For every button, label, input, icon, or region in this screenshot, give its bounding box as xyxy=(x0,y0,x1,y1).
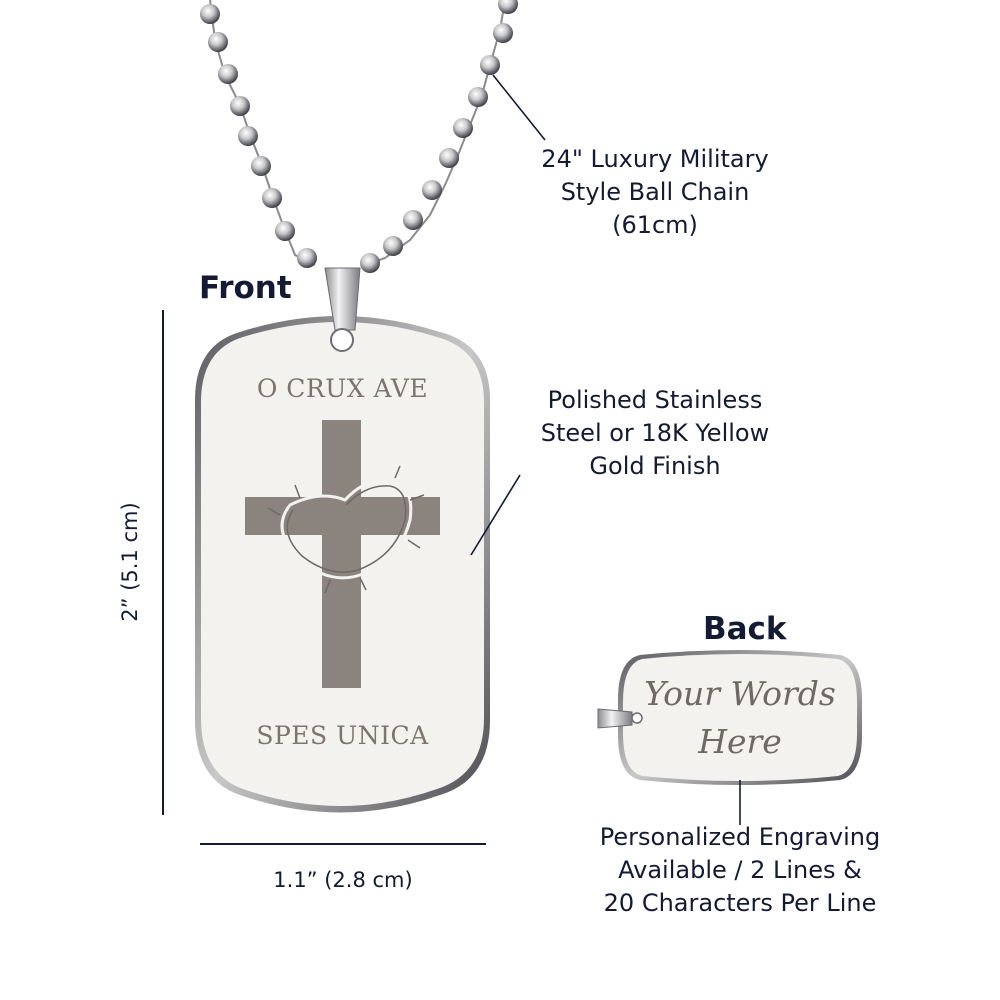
back-engraving-line-1: Your Words xyxy=(644,674,836,713)
width-dimension-line xyxy=(200,843,486,845)
back-heading: Back xyxy=(703,611,787,647)
height-dimension-label: 2” (5.1 cm) xyxy=(118,502,142,622)
height-dimension-line xyxy=(162,310,164,815)
crown-of-thorns-icon xyxy=(267,465,425,594)
chain-leader-line xyxy=(492,74,546,141)
back-engraving-line-2: Here xyxy=(698,722,782,761)
width-dimension-label: 1.1” (2.8 cm) xyxy=(273,868,413,892)
front-top-engraving: O CRUX AVE xyxy=(256,374,429,403)
back-dog-tag xyxy=(597,650,862,785)
front-heading: Front xyxy=(199,270,292,306)
chain-callout: 24" Luxury Military Style Ball Chain (61… xyxy=(541,145,769,239)
finish-callout: Polished Stainless Steel or 18K Yellow G… xyxy=(540,386,770,480)
ball-chain xyxy=(200,0,518,273)
front-dog-tag xyxy=(195,267,490,813)
back-engraving: Your Words Here xyxy=(623,670,857,766)
finish-leader-line xyxy=(470,474,521,556)
cross-icon xyxy=(245,420,440,688)
engraving-callout: Personalized Engraving Available / 2 Lin… xyxy=(599,823,881,917)
front-bottom-engraving: SPES UNICA xyxy=(256,721,429,750)
